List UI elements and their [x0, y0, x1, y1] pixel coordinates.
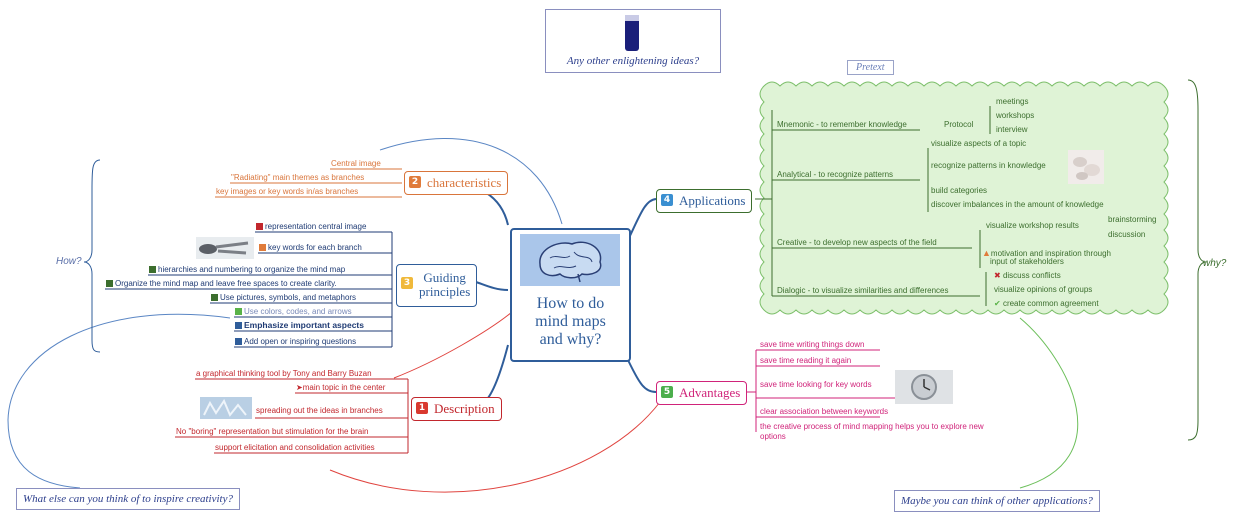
description-title: Description: [434, 401, 495, 416]
guiding-title-line1: Guiding: [423, 270, 466, 285]
characteristics-node[interactable]: 2 characteristics: [404, 171, 509, 195]
app-meetings[interactable]: meetings: [996, 97, 1029, 106]
guide-key-words[interactable]: key words for each branch: [259, 243, 362, 253]
doc-icon: [235, 322, 242, 329]
applications-cloud: [759, 81, 1169, 315]
app-dialogic[interactable]: Dialogic - to visualize similarities and…: [777, 286, 949, 295]
char-radiating-themes[interactable]: "Radiating" main themes as branches: [231, 173, 365, 182]
top-box-caption: Any other enlightening ideas?: [566, 55, 700, 67]
center-node[interactable]: How to do mind maps and why?: [510, 228, 631, 362]
applications-node[interactable]: 4 Applications: [656, 189, 753, 213]
arrow-icon: [235, 308, 242, 315]
app-analytical[interactable]: Analytical - to recognize patterns: [777, 170, 894, 179]
app-mnemonic[interactable]: Mnemonic - to remember knowledge: [777, 120, 907, 129]
center-title-line2: mind maps: [535, 312, 606, 330]
app-stakeholders[interactable]: input of stakeholders: [990, 257, 1064, 266]
app-recognize-patterns[interactable]: recognize patterns in knowledge: [931, 161, 1046, 170]
blue-vial-image: [625, 15, 639, 51]
applications-title: Applications: [679, 193, 746, 208]
clock-image: [895, 370, 953, 404]
guiding-principles-node[interactable]: 3 Guiding principles: [396, 264, 478, 307]
number-4-icon: 4: [661, 194, 673, 206]
guide-pictures[interactable]: Use pictures, symbols, and metaphors: [211, 293, 356, 303]
brain-image: [520, 234, 620, 286]
app-build-categories[interactable]: build categories: [931, 186, 988, 195]
adv-looking[interactable]: save time looking for key words: [760, 380, 872, 389]
doc-icon: [211, 294, 218, 301]
keys-image: [196, 237, 254, 259]
doc-icon: [256, 223, 263, 230]
app-creative[interactable]: Creative - to develop new aspects of the…: [777, 238, 937, 247]
app-imbalances[interactable]: discover imbalances in the amount of kno…: [931, 200, 1104, 209]
doc-icon: [235, 338, 242, 345]
check-icon: ✔: [994, 299, 1001, 308]
stones-image: [1068, 150, 1104, 184]
flag-icon: ➤: [296, 383, 303, 392]
guide-colors[interactable]: Use colors, codes, and arrows: [235, 307, 352, 317]
doc-icon: [149, 266, 156, 273]
app-visualize-opinions[interactable]: visualize opinions of groups: [994, 285, 1093, 294]
app-workshops[interactable]: workshops: [996, 111, 1035, 120]
desc-main-topic[interactable]: ➤main topic in the center: [296, 383, 386, 392]
app-workshop-results[interactable]: visualize workshop results: [986, 221, 1079, 230]
desc-spreading[interactable]: spreading out the ideas in branches: [256, 406, 383, 415]
adv-options[interactable]: options: [760, 432, 786, 441]
advantages-title: Advantages: [679, 385, 741, 400]
description-node[interactable]: 1 Description: [411, 397, 502, 421]
doc-icon: [259, 244, 266, 251]
center-title-line1: How to do: [536, 295, 605, 312]
app-protocol[interactable]: Protocol: [944, 120, 974, 129]
desc-support[interactable]: support elicitation and consolidation ac…: [215, 443, 375, 452]
guide-emphasize[interactable]: Emphasize important aspects: [235, 320, 364, 330]
desc-graphical-tool[interactable]: a graphical thinking tool by Tony and Ba…: [196, 369, 372, 378]
bottom-left-question-box: What else can you think of to inspire cr…: [16, 488, 240, 511]
crystals-image: [200, 397, 252, 419]
char-central-image[interactable]: Central image: [331, 159, 381, 168]
doc-icon: [106, 280, 113, 287]
guiding-title-line2: principles: [419, 284, 471, 300]
how-label: How?: [56, 256, 82, 267]
desc-no-boring[interactable]: No "boring" representation but stimulati…: [176, 427, 369, 436]
app-brainstorming[interactable]: brainstorming: [1108, 215, 1157, 224]
number-1-icon: 1: [416, 402, 428, 414]
center-title-line3: and why?: [539, 330, 602, 348]
guide-questions[interactable]: Add open or inspiring questions: [235, 337, 356, 347]
guide-organize[interactable]: Organize the mind map and leave free spa…: [106, 279, 337, 289]
number-5-icon: 5: [661, 386, 673, 398]
adv-writing[interactable]: save time writing things down: [760, 340, 865, 349]
app-visualize-aspects[interactable]: visualize aspects of a topic: [931, 139, 1027, 148]
app-motivation[interactable]: ▲motivation and inspiration through: [982, 248, 1111, 258]
number-2-icon: 2: [409, 176, 421, 188]
adv-association[interactable]: clear association between keywords: [760, 407, 889, 416]
guide-central-image[interactable]: representation central image: [256, 222, 366, 232]
guide-hierarchies[interactable]: hierarchies and numbering to organize th…: [149, 265, 345, 275]
warning-icon: ▲: [982, 248, 991, 258]
adv-creative-process[interactable]: the creative process of mind mapping hel…: [760, 422, 984, 431]
adv-reading[interactable]: save time reading it again: [760, 356, 852, 365]
number-3-icon: 3: [401, 277, 413, 289]
advantages-node[interactable]: 5 Advantages: [656, 381, 748, 405]
char-key-images[interactable]: key images or key words in/as branches: [216, 187, 359, 196]
cross-icon: ✖: [994, 271, 1001, 280]
app-common-agreement[interactable]: ✔ create common agreement: [994, 299, 1099, 308]
app-discussion[interactable]: discussion: [1108, 230, 1146, 239]
app-interview[interactable]: interview: [996, 125, 1028, 134]
bottom-right-question-box: Maybe you can think of other application…: [894, 490, 1100, 513]
characteristics-title: characteristics: [427, 175, 502, 190]
pretext-label: Pretext: [847, 60, 894, 75]
why-label: why?: [1203, 258, 1227, 269]
app-discuss-conflicts[interactable]: ✖ discuss conflicts: [994, 271, 1061, 280]
top-idea-box: Any other enlightening ideas?: [545, 9, 721, 73]
